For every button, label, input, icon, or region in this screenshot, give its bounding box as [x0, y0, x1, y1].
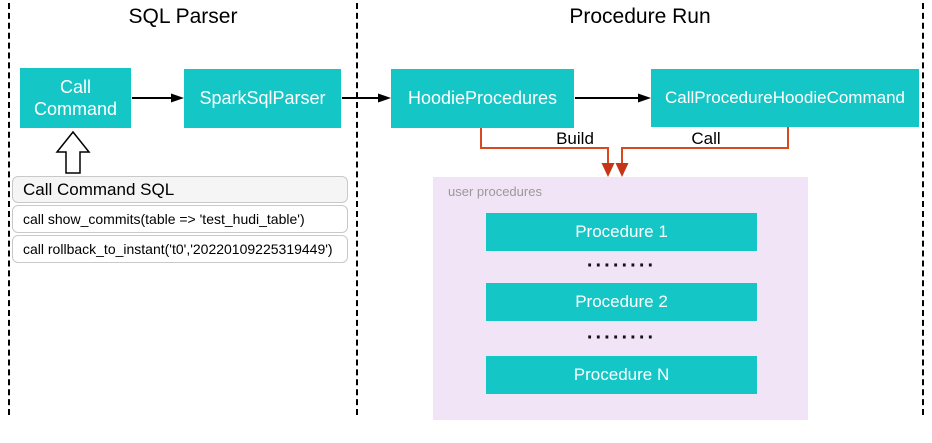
flow-arrow-parser-to-hoodieprocedures	[342, 93, 391, 103]
dashed-border-left	[8, 3, 10, 415]
sql-table-row: call rollback_to_instant('t0','202201092…	[12, 235, 348, 263]
section-title-sql-parser: SQL Parser	[128, 5, 238, 28]
node-procedure-2: Procedure 2	[486, 283, 757, 321]
sql-table-header: Call Command SQL	[12, 176, 348, 203]
node-procedure-1: Procedure 1	[486, 213, 757, 251]
section-title-procedure-run: Procedure Run	[569, 5, 711, 28]
node-call-procedure-hoodie-command: CallProcedureHoodieCommand	[651, 69, 919, 127]
node-call-command: Call Command	[20, 68, 131, 128]
user-procedures-container: user procedures Procedure 1 ········ Pro…	[433, 177, 808, 420]
flow-arrow-callcommand-to-parser	[132, 93, 184, 103]
edge-label-build: Build	[556, 129, 594, 148]
ellipsis-dots: ········	[586, 327, 657, 349]
sql-table-row: call show_commits(table => 'test_hudi_ta…	[12, 205, 348, 233]
user-procedures-label: user procedures	[448, 184, 542, 199]
dashed-border-right	[922, 3, 924, 415]
call-command-sql-table: Call Command SQL call show_commits(table…	[12, 176, 348, 265]
block-arrow-up-icon	[55, 130, 91, 174]
edge-label-call: Call	[691, 129, 721, 148]
node-spark-sql-parser: SparkSqlParser	[184, 69, 341, 128]
flow-arrow-hoodieprocedures-to-command	[575, 93, 651, 103]
dashed-border-middle	[356, 3, 358, 415]
node-hoodie-procedures: HoodieProcedures	[391, 69, 574, 128]
node-procedure-n: Procedure N	[486, 356, 757, 394]
ellipsis-dots: ········	[586, 255, 657, 277]
